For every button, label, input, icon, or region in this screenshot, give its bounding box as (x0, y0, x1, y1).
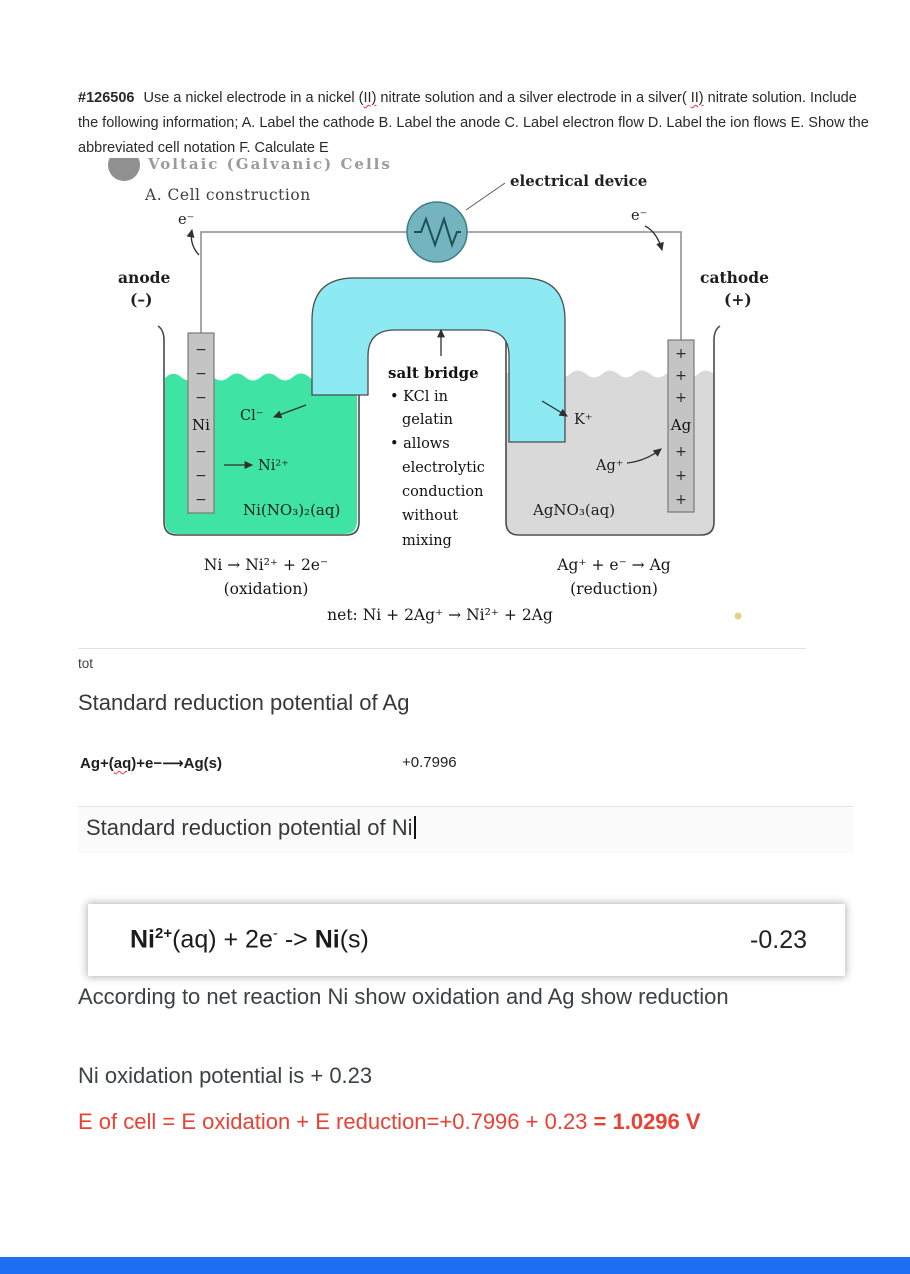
chloride-ion-label: Cl⁻ (240, 408, 263, 424)
electrical-device-label: electrical device (510, 172, 647, 190)
equation-part: (aq) + 2e (172, 925, 273, 954)
electron-flow-arrow-left (186, 228, 200, 256)
silver-electrode-label: Ag (670, 416, 692, 434)
equation-part: (s) (339, 925, 369, 954)
partial-header-bullet-icon (108, 158, 140, 181)
left-solution-formula: Ni(NO₃)₂(aq) (243, 501, 340, 519)
ag-potential-value: +0.7996 (402, 754, 457, 771)
nickel-electrode (187, 332, 215, 514)
question-id: #126506 (78, 90, 135, 106)
ni-heading-edit-area[interactable]: Standard reduction potential of Ni (78, 806, 854, 853)
conclusion-result: = 1.0296 V (593, 1109, 701, 1134)
tot-fragment: tot (78, 656, 94, 671)
salt-bridge-line: gelatin (402, 412, 453, 428)
electrode-minus-sign: − (195, 468, 207, 484)
bottom-blue-bar (0, 1257, 910, 1274)
electron-flow-arrow-right (644, 225, 664, 252)
text-cursor (413, 816, 416, 839)
salt-bridge-line: • KCl in (390, 389, 448, 405)
ag-half-reaction: Ag+(aq)+e−⟶Ag(s) (80, 754, 222, 772)
question-part: nitrate solution and a silver electrode … (376, 90, 691, 106)
electron-label-right: e⁻ (631, 208, 647, 224)
electrode-plus-sign: + (675, 390, 687, 406)
galvanic-cell-diagram: Voltaic (Galvanic) Cells A. Cell constru… (108, 158, 769, 624)
cathode-label: cathode (700, 268, 769, 287)
cell-construction-label: A. Cell construction (144, 186, 311, 204)
anode-label: anode (118, 268, 170, 287)
cursor-sparkle-icon (734, 612, 742, 620)
electrode-minus-sign: − (195, 390, 207, 406)
equation-part: Ni (130, 925, 155, 954)
cathode-sign: (+) (724, 290, 752, 309)
section-divider (78, 648, 806, 649)
salt-bridge-line: without (402, 508, 458, 524)
resistor-zigzag-icon (414, 215, 461, 249)
salt-bridge-title: salt bridge (388, 364, 479, 382)
equation-superscript: 2+ (155, 925, 173, 943)
salt-bridge-tube (311, 277, 566, 443)
salt-bridge-line: mixing (402, 533, 452, 549)
device-leader-line (465, 182, 506, 211)
chloride-flow-arrow (272, 404, 307, 419)
reduction-equation: Ag⁺ + e⁻ → Ag (556, 556, 671, 574)
ni-potential-card: Ni2+(aq) + 2e- -> Ni(s) -0.23 (88, 904, 845, 976)
equation-part: Ni (314, 925, 340, 954)
right-wire (467, 231, 682, 340)
partial-header-text: Voltaic (Galvanic) Cells (147, 158, 392, 173)
ni-potential-heading: Standard reduction potential of Ni (86, 815, 413, 840)
oxidation-equation: Ni → Ni²⁺ + 2e⁻ (204, 556, 328, 574)
cell-potential-conclusion: E of cell = E oxidation + E reduction=+0… (78, 1109, 701, 1135)
salt-bridge-line: conduction (402, 484, 483, 500)
net-reaction: net: Ni + 2Ag⁺ → Ni²⁺ + 2Ag (327, 606, 553, 624)
question-text: #126506 Use a nickel electrode in a nick… (78, 86, 872, 161)
ni-potential-value: -0.23 (750, 925, 807, 954)
electron-label-left: e⁻ (178, 212, 194, 228)
equation-arrow: -> (277, 925, 315, 954)
equation-part: )+e−⟶Ag(s) (131, 755, 222, 772)
equation-part: Ag+( (80, 755, 114, 772)
conclusion-text: E of cell = E oxidation + E reduction=+0… (78, 1109, 594, 1134)
electrode-minus-sign: − (195, 492, 207, 508)
reduction-label: (reduction) (570, 580, 658, 598)
nickel-electrode-label: Ni (192, 416, 210, 434)
spellcheck-squiggle: II) (690, 90, 704, 106)
ni-half-reaction: Ni2+(aq) + 2e- -> Ni(s) (130, 925, 369, 954)
electrode-plus-sign: + (675, 346, 687, 362)
electrode-minus-sign: − (195, 366, 207, 382)
electrode-minus-sign: − (195, 444, 207, 460)
oxidation-label: (oxidation) (224, 580, 309, 598)
salt-bridge-line: • allows (390, 436, 450, 452)
ag-potential-heading: Standard reduction potential of Ag (78, 690, 410, 715)
question-part: Use a nickel electrode in a nickel ( (139, 90, 364, 106)
nickel-ion-label: Ni²⁺ (258, 458, 289, 474)
anode-sign: (–) (130, 290, 152, 309)
left-wire (200, 231, 407, 333)
salt-bridge-line: electrolytic (402, 460, 485, 476)
oxidation-potential-paragraph: Ni oxidation potential is + 0.23 (78, 1063, 373, 1088)
spellcheck-squiggle: aq (113, 755, 132, 772)
electrode-minus-sign: − (195, 342, 207, 358)
silver-electrode (667, 339, 695, 513)
explanation-paragraph: According to net reaction Ni show oxidat… (78, 984, 729, 1009)
electrode-plus-sign: + (675, 492, 687, 508)
right-solution-formula: AgNO₃(aq) (532, 501, 615, 519)
potassium-flow-arrow (541, 400, 568, 417)
silver-ion-label: Ag⁺ (595, 458, 623, 474)
equation-superscript: - (272, 925, 278, 943)
spellcheck-squiggle: II) (363, 90, 377, 106)
electrode-plus-sign: + (675, 368, 687, 384)
potassium-ion-label: K⁺ (574, 412, 593, 428)
electrode-plus-sign: + (675, 444, 687, 460)
silver-ion-flow-arrow (626, 448, 662, 464)
electrode-plus-sign: + (675, 468, 687, 484)
question-part: nitrate solution. Include the following … (78, 90, 869, 156)
